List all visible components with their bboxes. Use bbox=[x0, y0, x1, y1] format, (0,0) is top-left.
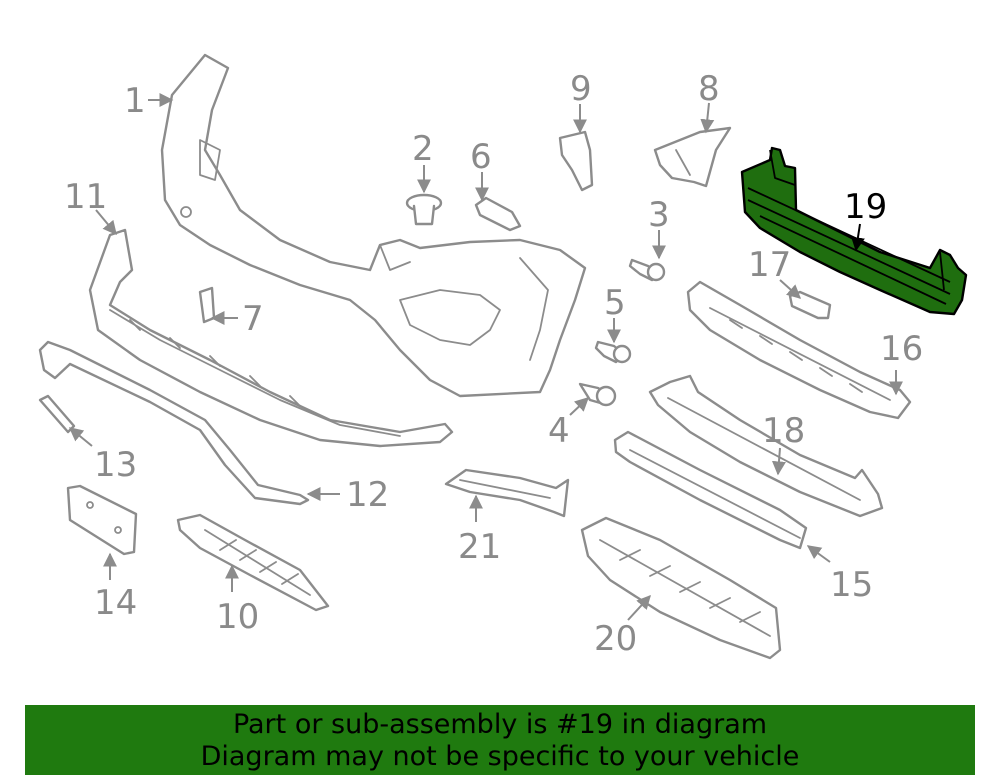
callout-6: 6 bbox=[470, 137, 492, 177]
part-20-lower-shield[interactable] bbox=[580, 516, 782, 660]
callout-19: 19 bbox=[844, 187, 887, 227]
part-1-bumper-cover[interactable] bbox=[160, 53, 587, 398]
callout-16: 16 bbox=[880, 329, 923, 369]
info-banner: Part or sub-assembly is #19 in diagram D… bbox=[25, 705, 975, 775]
part-19-bumper-reinforcement[interactable] bbox=[740, 146, 968, 316]
callout-2: 2 bbox=[412, 129, 434, 169]
callout-10: 10 bbox=[216, 597, 259, 637]
callout-20: 20 bbox=[594, 619, 637, 659]
callout-7: 7 bbox=[242, 299, 264, 339]
part-2-push-clip[interactable] bbox=[405, 193, 443, 226]
part-10-grille-insert[interactable] bbox=[176, 513, 330, 612]
leader-lines bbox=[68, 93, 903, 621]
part-7-clip[interactable] bbox=[198, 286, 216, 324]
part-9-bracket[interactable] bbox=[558, 130, 594, 192]
part-8-bracket[interactable] bbox=[653, 126, 732, 188]
callout-1: 1 bbox=[124, 81, 146, 121]
part-17-bracket[interactable] bbox=[788, 290, 832, 320]
part-11-lower-grille[interactable] bbox=[88, 228, 454, 448]
part-12-trim-strip[interactable] bbox=[38, 340, 310, 506]
callout-labels: 1 2 3 4 5 6 7 8 9 10 11 12 13 14 15 16 1… bbox=[64, 69, 923, 659]
part-21-bracket[interactable] bbox=[444, 468, 570, 518]
callout-8: 8 bbox=[698, 69, 720, 109]
callout-11: 11 bbox=[64, 177, 107, 217]
part-5-push-pin[interactable] bbox=[594, 340, 632, 364]
part-18-upper-support[interactable] bbox=[648, 374, 884, 518]
banner-line-2: Diagram may not be specific to your vehi… bbox=[200, 741, 800, 772]
callout-21: 21 bbox=[458, 527, 501, 567]
callout-18: 18 bbox=[762, 411, 805, 451]
part-13-strip[interactable] bbox=[38, 394, 76, 434]
part-3-grommet[interactable] bbox=[628, 258, 666, 282]
callout-5: 5 bbox=[604, 283, 626, 323]
callout-3: 3 bbox=[648, 195, 670, 235]
callout-4: 4 bbox=[548, 411, 570, 451]
callout-17: 17 bbox=[748, 245, 791, 285]
callout-9: 9 bbox=[570, 69, 592, 109]
part-6-bracket[interactable] bbox=[474, 196, 522, 232]
part-14-license-bracket[interactable] bbox=[66, 484, 138, 556]
callout-14: 14 bbox=[94, 583, 137, 623]
banner-line-1: Part or sub-assembly is #19 in diagram bbox=[232, 709, 768, 740]
callout-12: 12 bbox=[346, 475, 389, 515]
callout-15: 15 bbox=[830, 565, 873, 605]
part-16-energy-absorber[interactable] bbox=[686, 280, 912, 420]
callout-13: 13 bbox=[94, 445, 137, 485]
part-15-lower-reinforcement[interactable] bbox=[613, 430, 808, 550]
